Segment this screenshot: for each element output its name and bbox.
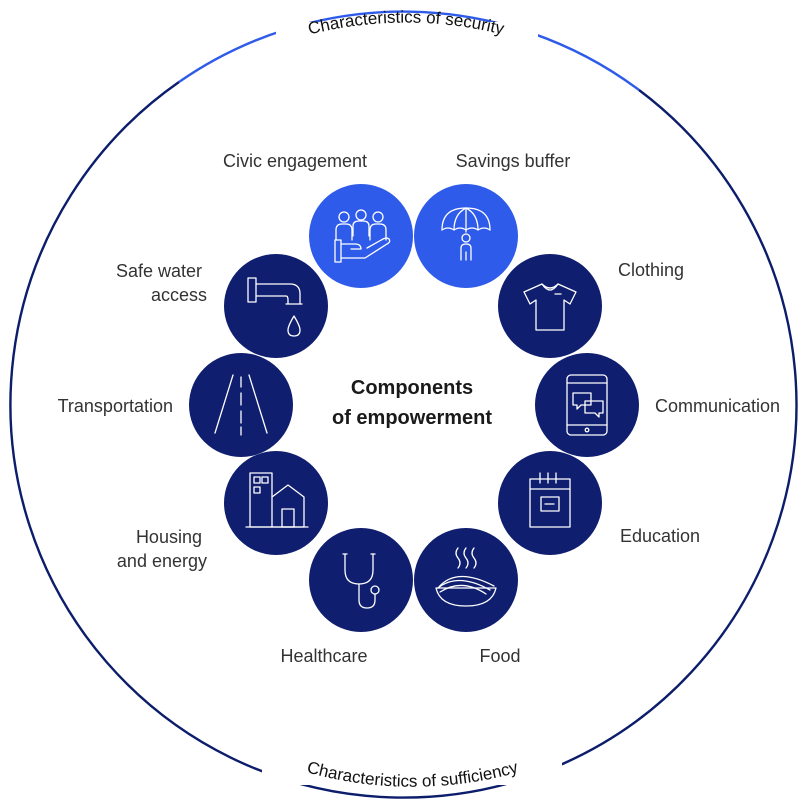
- label-healthcare: Healthcare: [280, 646, 367, 666]
- component-water: Safe water access: [116, 254, 328, 358]
- center-title-line-2: of empowerment: [332, 407, 492, 429]
- label-education: Education: [620, 526, 700, 546]
- outer-ring-sufficiency-arc: [9, 81, 798, 799]
- component-communication: Communication: [535, 353, 780, 457]
- phone-chat-icon: [566, 374, 608, 436]
- house-building-icon: [245, 472, 309, 528]
- center-title-line-1: Components: [351, 377, 473, 399]
- civic-engagement-icon: [334, 209, 391, 263]
- label-savings: Savings buffer: [456, 151, 571, 171]
- umbrella-icon: [441, 207, 491, 261]
- tshirt-icon: [523, 283, 577, 331]
- component-housing: Housing and energy: [117, 451, 328, 571]
- road-icon: [214, 374, 268, 436]
- stethoscope-icon: [342, 553, 380, 609]
- component-clothing: Clothing: [498, 254, 684, 358]
- label-food: Food: [479, 646, 520, 666]
- component-healthcare: Healthcare: [280, 528, 413, 666]
- label-housing: Housing and energy: [117, 527, 207, 571]
- water-tap-icon: [247, 277, 303, 337]
- label-transportation: Transportation: [58, 396, 173, 416]
- outer-ring-security-arc: [178, 10, 640, 91]
- label-water: Safe water access: [116, 261, 207, 305]
- label-civic: Civic engagement: [223, 151, 367, 171]
- component-transportation: Transportation: [58, 353, 293, 457]
- component-food: Food: [414, 528, 521, 666]
- outer-ring: [9, 10, 798, 799]
- food-bowl-icon: [435, 547, 497, 607]
- component-education: Education: [498, 451, 700, 555]
- notebook-icon: [529, 472, 571, 528]
- component-civic: Civic engagement: [223, 151, 413, 288]
- component-savings: Savings buffer: [414, 151, 570, 288]
- label-communication: Communication: [655, 396, 780, 416]
- label-clothing: Clothing: [618, 260, 684, 280]
